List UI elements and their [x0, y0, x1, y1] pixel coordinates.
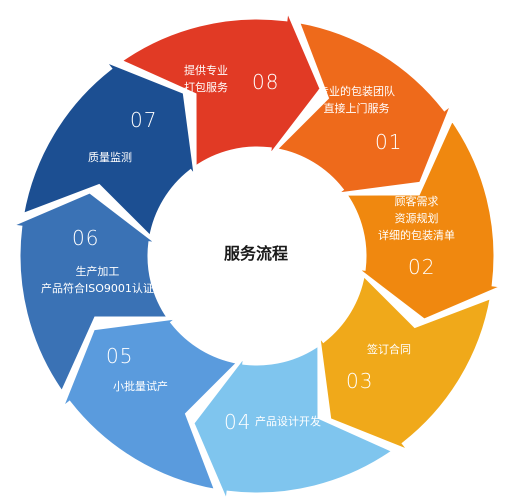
step-06-line: 产品符合ISO9001认证 [41, 282, 154, 295]
step-08-arrow [117, 4, 323, 171]
step-01-label: 专业的包装团队 直接上门服务 [318, 83, 395, 117]
step-07-label: 质量监测 [88, 149, 132, 166]
step-02-label: 顾客需求 资源规划 详细的包装清单 [378, 193, 455, 244]
step-02-number: 02 [408, 255, 436, 279]
step-04-number: 04 [224, 410, 252, 434]
step-02-line: 顾客需求 [394, 195, 439, 208]
step-07-arrow [20, 57, 198, 241]
step-07-line: 质量监测 [88, 151, 132, 164]
step-05-arrow [58, 315, 242, 493]
center-circle [151, 150, 363, 362]
step-03-arrow [316, 271, 494, 455]
step-01-line: 专业的包装团队 [318, 85, 395, 98]
step-03-number: 03 [346, 369, 374, 393]
step-04-line: 产品设计开发 [255, 415, 321, 428]
step-06-arrow [5, 190, 172, 396]
step-01-arrow [272, 19, 456, 197]
step-06-label: 生产加工 产品符合ISO9001认证 [41, 263, 154, 297]
step-05-label: 小批量试产 [113, 378, 168, 395]
step-03-label: 签订合同 [367, 341, 411, 358]
step-08-line: 提供专业 [184, 64, 228, 77]
step-01-line: 直接上门服务 [323, 102, 390, 115]
step-05-line: 小批量试产 [113, 380, 168, 393]
step-06-line: 生产加工 [75, 265, 120, 278]
step-02-line: 资源规划 [394, 212, 439, 225]
step-06-number: 06 [72, 226, 100, 250]
step-08-line: 打包服务 [184, 81, 228, 94]
step-08-number: 08 [252, 70, 280, 94]
step-05-number: 05 [106, 344, 134, 368]
center-title: 服务流程 [223, 244, 288, 263]
step-03-line: 签订合同 [367, 343, 411, 356]
step-04-label: 产品设计开发 [255, 413, 321, 430]
step-04-arrow [191, 341, 397, 504]
step-01-number: 01 [375, 130, 403, 154]
step-08-label: 提供专业 打包服务 [184, 62, 228, 96]
step-07-number: 07 [130, 108, 158, 132]
step-02-line: 详细的包装清单 [378, 229, 455, 242]
step-02-arrow [342, 116, 509, 322]
